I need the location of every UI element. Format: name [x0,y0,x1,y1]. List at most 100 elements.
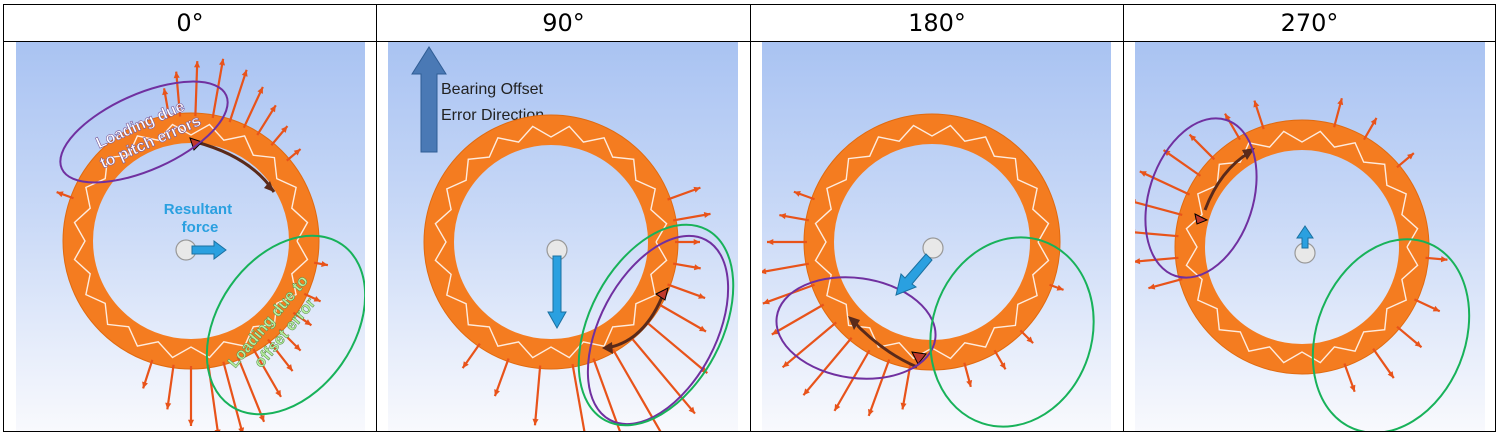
load-arrow-head [1135,258,1141,265]
rotation-arrowhead [848,316,860,330]
gear-outer-edge [1174,119,1430,375]
resultant-force-arrow [191,240,227,260]
load-arrow-shaft [833,349,871,412]
load-arrow-shaft [1135,231,1179,238]
load-arrow-head [321,261,328,268]
load-arrow-head [782,360,790,368]
gear-body [1175,120,1429,374]
load-arrow-shaft [901,364,912,410]
load-arrow-shaft [802,337,853,396]
load-arrow-head [214,429,221,431]
load-arrow-head [56,191,64,198]
load-arrow-head [1370,117,1377,125]
load-arrow-head [165,402,172,410]
offset-error-ellipse [205,234,365,416]
load-arrow-shaft [629,336,696,415]
load-arrow-head [241,69,248,77]
load-arrow-head [1432,305,1440,312]
load-arrow-shaft [1139,170,1191,196]
column-divider [1123,5,1124,431]
load-arrow-shaft [867,359,891,417]
load-arrow-head [767,238,774,246]
load-arrow-head [219,58,226,66]
load-arrow-head [693,264,701,271]
table-header: 0° 90° 180° 270° [4,5,1495,42]
load-arrow-head [1139,171,1147,177]
pitch-error-ellipse [586,234,730,426]
load-arrow-shaft [236,356,266,423]
header-90-deg: 90° [542,9,585,37]
load-arrow-head [1349,384,1356,392]
pitch-error-ellipse [1144,117,1258,279]
load-arrow-head [699,325,707,332]
load-arrow-head [1026,336,1034,344]
load-arrow-head [762,298,770,305]
load-arrow-head [900,402,907,410]
load-arrow-shaft [667,283,706,300]
rotation-arrowhead [1242,148,1255,160]
load-arrow-head [173,71,180,79]
load-arrow-head [1056,284,1064,291]
load-arrow-head [257,86,263,94]
load-arrow-shaft [267,338,294,372]
load-arrow-shaft [242,86,264,129]
rotation-arrow [605,296,664,350]
offset-error-ellipse [577,223,735,427]
load-arrow-shaft [211,58,225,119]
load-arrow-head [532,418,539,426]
load-arrow-head [999,362,1006,370]
load-arrow-head [793,191,801,197]
load-arrow-head [1225,113,1231,121]
rotation-arrowhead [602,342,613,354]
gear-teeth [434,125,668,359]
figure-table: 0° 90° 180° 270° Loading due to pitch er… [3,4,1496,432]
load-arrow-shaft [771,303,825,336]
load-arrow-head [1414,340,1422,348]
column-divider [376,5,377,431]
load-arrow-shaft [533,365,542,426]
load-arrow-shaft [1135,201,1183,216]
load-arrow-head [258,414,265,422]
load-arrow-head [142,381,148,389]
panel-0-deg: Loading due to pitch errors Loading due … [16,42,365,431]
resultant-force-arrow [895,253,933,296]
header-270-deg: 270° [1280,9,1339,37]
load-arrow-head [304,319,312,326]
bearing-offset-label: Bearing Offset Error Direction [441,81,547,124]
load-arrow-head [238,427,245,431]
panel-90-deg: Bearing Offset Error Direction [388,42,738,431]
load-arrow-shaft [762,262,810,274]
load-arrow-shaft [672,212,711,222]
rotation-arrow [850,318,918,369]
header-0-deg: 0° [176,9,204,37]
gear-teeth [1185,130,1419,364]
load-arrow-shaft [252,348,282,398]
load-arrow-head [462,361,469,369]
pitch-error-ellipse [59,80,229,184]
load-arrows [461,186,711,431]
load-arrow-head [868,408,874,416]
load-arrow-shaft [175,71,182,117]
load-arrow-head [762,268,767,275]
load-arrow-head [771,328,779,335]
resultant-line1: Resultant [164,201,232,218]
marker-triangle [911,351,927,365]
load-arrow-head [494,389,500,397]
rotation-arrow [1203,150,1251,211]
header-180-deg: 180° [908,9,966,37]
bearing-offset-direction-arrow [411,46,447,153]
load-arrow-head [269,105,276,113]
load-arrow-shaft [222,361,244,431]
load-arrow-head [703,211,711,218]
resultant-force-arrow [1296,225,1314,249]
load-arrow-head [698,293,706,299]
load-arrow-head [779,213,787,220]
load-arrow-shaft [645,320,708,374]
marker-triangle [655,287,669,301]
load-arrow-shaft [166,364,175,410]
resultant-line2: force [182,219,219,236]
load-arrow-head [162,88,169,96]
load-arrow-head [693,186,701,193]
center-hub [922,237,944,259]
resultant-label: Resultant force [164,201,237,236]
